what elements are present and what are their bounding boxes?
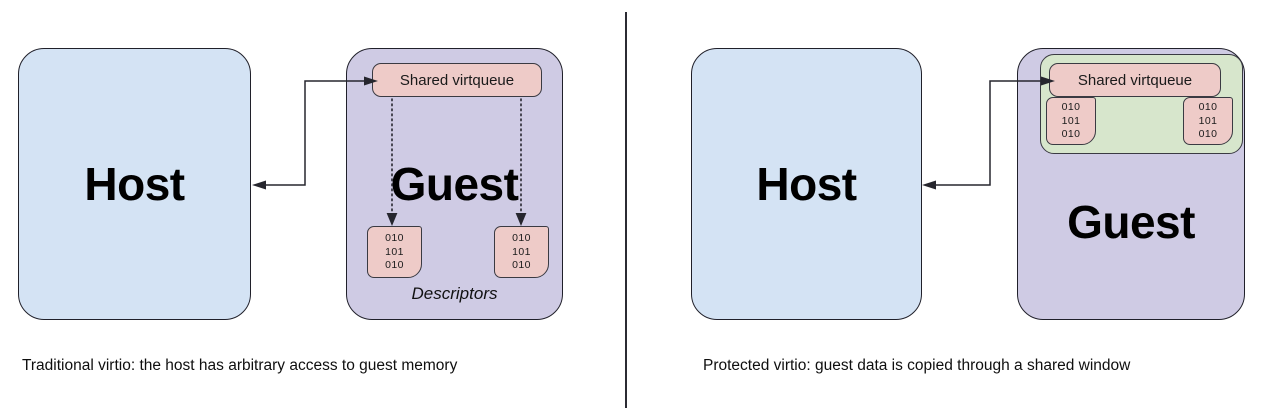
host-box-traditional[interactable]: Host (18, 48, 251, 320)
descriptor-bit-line: 010 (1061, 128, 1081, 141)
descriptors-caption: Descriptors (411, 284, 498, 303)
host-label: Host (756, 158, 857, 210)
descriptor-bit-line: 101 (512, 245, 531, 258)
descriptor-bit-line: 010 (512, 259, 531, 272)
descriptor-box[interactable]: 010 101 010 (494, 226, 549, 278)
descriptor-bit-line: 010 (512, 232, 531, 245)
caption-traditional: Traditional virtio: the host has arbitra… (22, 357, 458, 374)
descriptor-bit-line: 010 (1198, 101, 1218, 114)
guest-label: Guest (390, 158, 519, 210)
descriptor-box[interactable]: 010 101 010 (1046, 97, 1096, 145)
panel-divider (625, 12, 627, 408)
shared-virtqueue-label: Shared virtqueue (1077, 71, 1193, 89)
shared-virtqueue-box-protected[interactable]: Shared virtqueue (1049, 63, 1221, 97)
host-box-protected[interactable]: Host (691, 48, 922, 320)
descriptor-bit-line: 101 (1061, 114, 1081, 127)
guest-label: Guest (1067, 196, 1195, 248)
descriptor-bit-line: 010 (385, 259, 404, 272)
host-label: Host (84, 158, 185, 210)
shared-virtqueue-label: Shared virtqueue (399, 71, 515, 89)
descriptor-bit-line: 010 (1061, 101, 1081, 114)
descriptor-box[interactable]: 010 101 010 (1183, 97, 1233, 145)
descriptor-bit-line: 101 (1198, 114, 1218, 127)
shared-virtqueue-box-traditional[interactable]: Shared virtqueue (372, 63, 542, 97)
descriptor-bit-line: 010 (1198, 128, 1218, 141)
descriptor-bit-line: 010 (385, 232, 404, 245)
caption-protected: Protected virtio: guest data is copied t… (703, 357, 1131, 374)
descriptor-bit-line: 101 (385, 245, 404, 258)
descriptor-box[interactable]: 010 101 010 (367, 226, 422, 278)
